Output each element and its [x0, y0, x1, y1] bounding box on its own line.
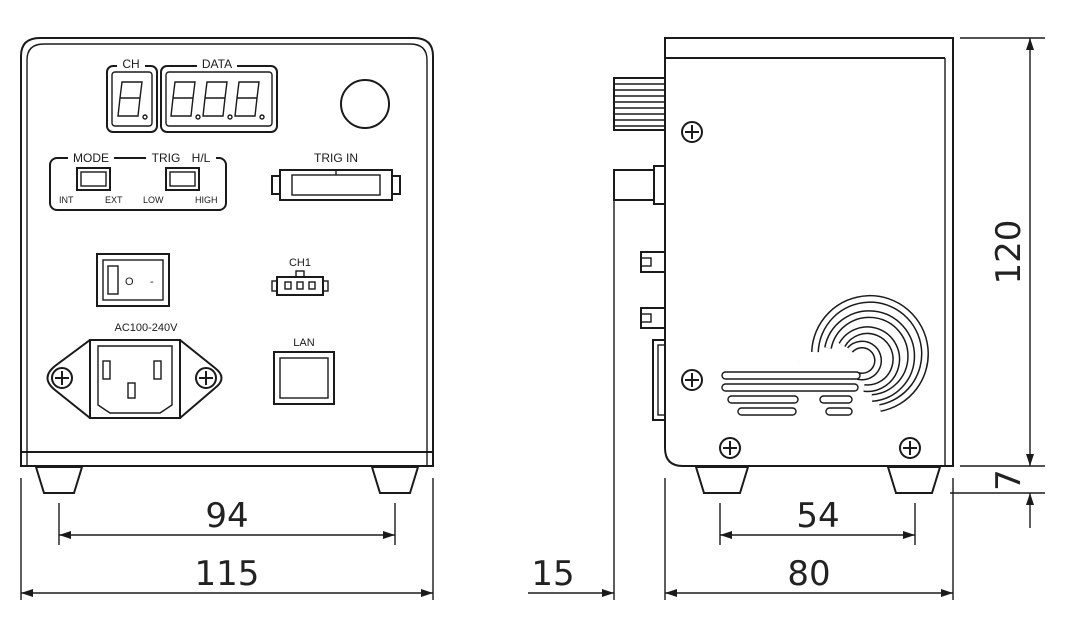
- dim-94-text: 94: [205, 496, 248, 536]
- side-body-outline: [664, 37, 954, 467]
- ac-voltage-label: AC100-240V: [115, 322, 179, 334]
- side-foot-right: [886, 466, 942, 494]
- side-screw-top-icon: [681, 121, 703, 143]
- trig-label: TRIG: [152, 151, 181, 165]
- mode-trig-group-frame: [49, 157, 227, 211]
- ch-display-frame: [106, 65, 158, 133]
- dim-80-text: 80: [787, 554, 830, 594]
- adjust-knob: [340, 79, 390, 129]
- mode-switch: [76, 167, 111, 191]
- side-foot-left: [694, 466, 750, 494]
- dim-54-text: 54: [796, 496, 839, 536]
- side-trig-connector: [613, 165, 666, 205]
- dim-120-text: 120: [989, 220, 1029, 285]
- front-dimensions: 94 115: [20, 478, 434, 600]
- dim-7-text: 7: [989, 469, 1029, 491]
- front-foot-left: [34, 466, 84, 494]
- side-power-switch: [640, 251, 666, 273]
- lan-port: [273, 351, 335, 405]
- front-view: CH DATA MODE TRIG H/L INT: [20, 37, 434, 494]
- data-label: DATA: [202, 57, 232, 71]
- high-label: HIGH: [195, 195, 218, 205]
- dim-15-text: 15: [531, 554, 574, 594]
- ac-power-inlet: [46, 339, 223, 419]
- ch1-connector: [271, 270, 329, 296]
- power-switch-dash-mark: -: [150, 276, 154, 288]
- side-knob: [613, 77, 666, 131]
- side-ventilation-slots: [797, 282, 939, 421]
- side-view: [613, 37, 954, 600]
- side-ac-inlet: [652, 339, 666, 421]
- trig-in-connector: [271, 169, 401, 201]
- ch-seven-segment-digit: [117, 81, 148, 120]
- data-display-window: [165, 71, 273, 127]
- ch-display-window: [111, 71, 153, 127]
- front-body-inner-edge: [26, 43, 428, 466]
- data-display-frame: [160, 65, 278, 133]
- side-dimensions: 54 80 15 120 7: [528, 37, 1045, 600]
- inlet-screw-right-icon: [195, 367, 217, 389]
- low-label: LOW: [143, 195, 164, 205]
- dim-115-text: 115: [195, 554, 260, 594]
- int-label: INT: [59, 195, 74, 205]
- side-screw-middle-icon: [681, 369, 703, 391]
- ch-label: CH: [122, 57, 139, 71]
- ch1-label: CH1: [289, 257, 311, 269]
- trig-in-label: TRIG IN: [314, 151, 358, 165]
- side-ch1-connector: [640, 307, 666, 329]
- side-horizontal-slots: [721, 371, 861, 416]
- lan-label: LAN: [293, 337, 314, 349]
- trig-hl-switch: [165, 167, 200, 191]
- front-body-outline: [20, 37, 434, 467]
- power-switch-o-mark: O: [125, 276, 134, 288]
- power-switch: O -: [96, 253, 170, 307]
- data-seven-segment-digits: [170, 81, 265, 120]
- inlet-screw-left-icon: [51, 367, 73, 389]
- side-screw-bottom-right-icon: [899, 437, 921, 459]
- ext-label: EXT: [105, 195, 123, 205]
- mode-label: MODE: [73, 151, 109, 165]
- side-screw-bottom-left-icon: [719, 437, 741, 459]
- hl-label: H/L: [192, 151, 211, 165]
- front-foot-right: [370, 466, 420, 494]
